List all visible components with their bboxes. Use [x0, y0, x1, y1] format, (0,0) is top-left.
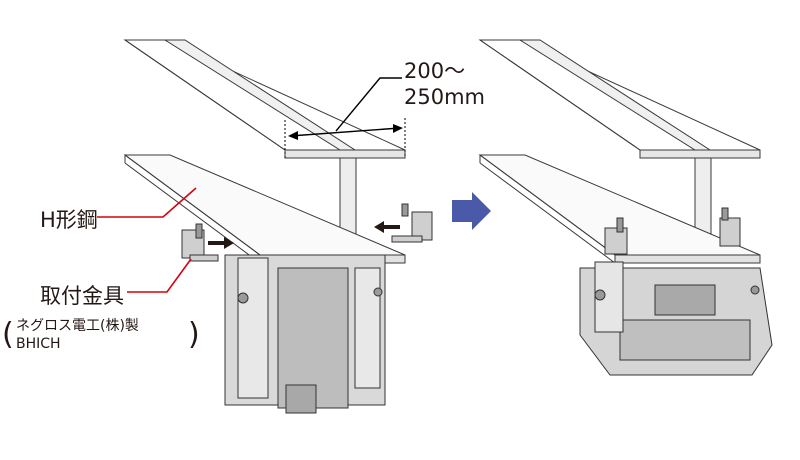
- width-dimension: [284, 77, 406, 158]
- fitting-label: 取付金具: [40, 284, 124, 308]
- mounting-unit-left: [224, 254, 386, 414]
- width-dimension-label: 200〜 250mm: [404, 58, 485, 110]
- maker-label-close-paren: ): [188, 317, 200, 352]
- clamp-arrow-right: [374, 221, 400, 233]
- clamp-arrow-left: [208, 237, 234, 249]
- maker-label-open-paren: (: [2, 317, 14, 352]
- beam-clamp-left-b: [391, 203, 433, 243]
- beam-leader-line: [97, 187, 197, 218]
- h-beam-left: [123, 39, 406, 264]
- maker-label-line1: ネグロス電工(株)製: [16, 318, 139, 334]
- maker-label-line2: BHICH: [16, 336, 61, 352]
- process-arrow: [452, 192, 491, 230]
- h-beam-label: H形鋼: [40, 208, 98, 232]
- beam-clamp-left-a: [181, 223, 219, 262]
- width-dimension-line2: 250mm: [404, 85, 485, 109]
- fitting-leader-line: [127, 258, 192, 293]
- maker-label: ( ネグロス電工(株)製 BHICH ): [2, 317, 200, 353]
- h-beam-right: [478, 39, 761, 264]
- beam-clamp-right-b: [719, 207, 741, 247]
- beam-clamp-right-a: [604, 217, 628, 255]
- width-dimension-line1: 200〜: [404, 59, 466, 83]
- mounting-unit-installed: [579, 261, 773, 376]
